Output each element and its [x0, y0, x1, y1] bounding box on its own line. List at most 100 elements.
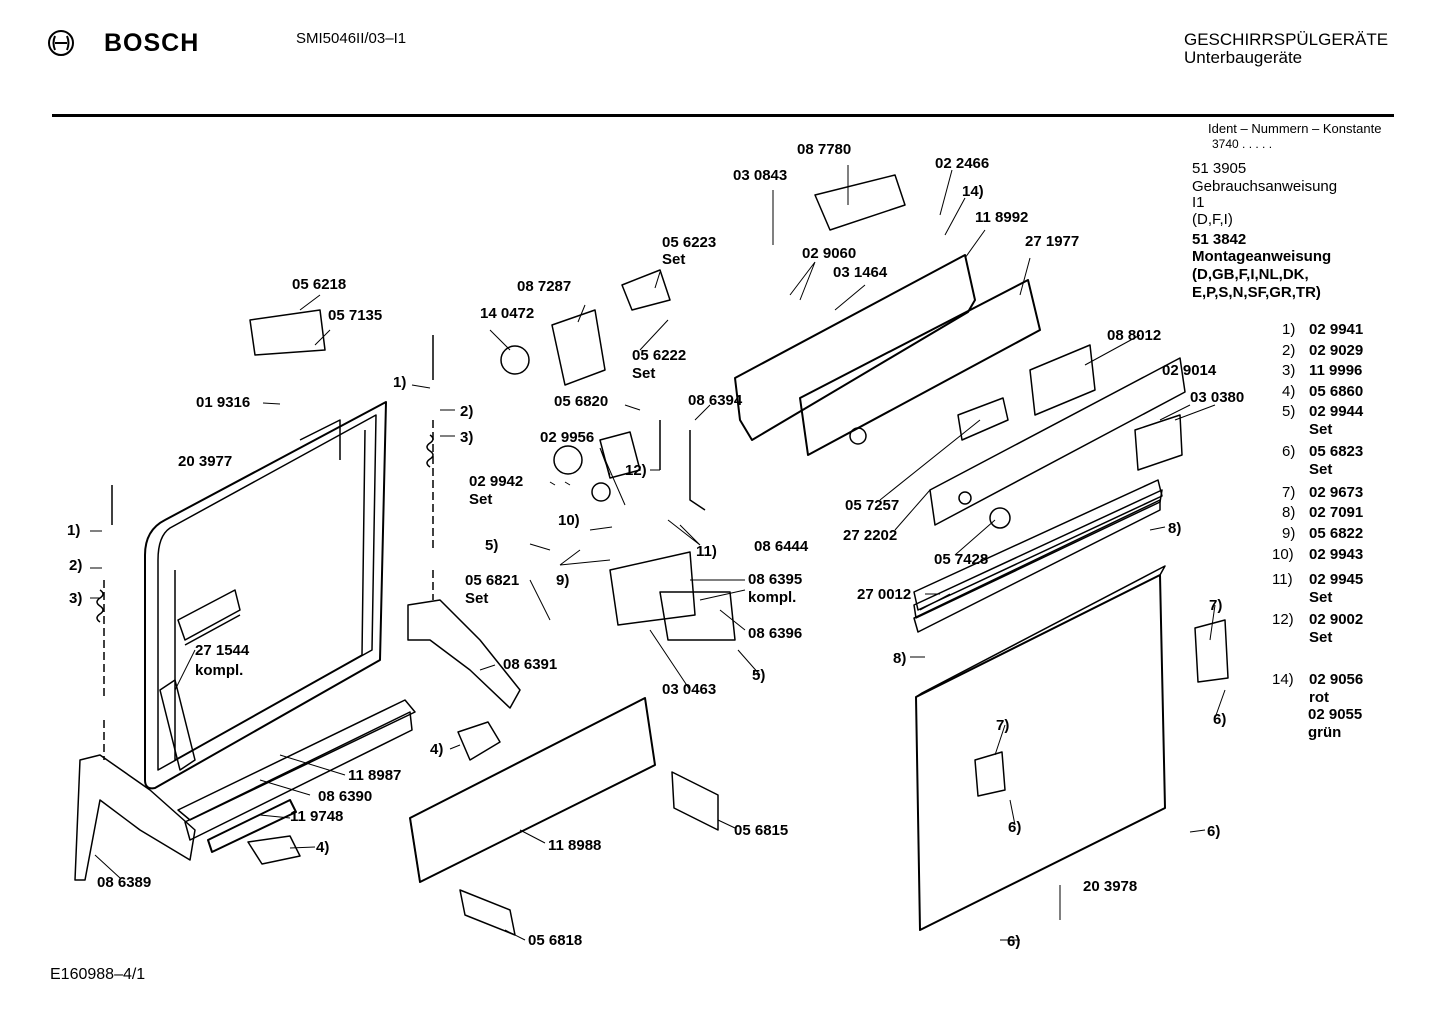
part-label: 2)	[460, 403, 473, 420]
legend-part-number: 05 6822	[1309, 525, 1364, 542]
part-label: 02 9060	[802, 245, 856, 262]
legend-index: 12)	[1272, 611, 1294, 628]
doc2-number: 51 3842	[1192, 231, 1247, 248]
part-label: 7)	[996, 717, 1009, 734]
part-label: 08 6395	[748, 571, 802, 588]
legend14-alt-color: grün	[1308, 724, 1342, 741]
part-label: 05 7428	[934, 551, 988, 568]
part-label: 08 6390	[318, 788, 372, 805]
part-label: 8)	[1168, 520, 1181, 537]
part-label: 03 1464	[833, 264, 888, 281]
part-label: 20 3978	[1083, 878, 1137, 895]
category-subtitle: Unterbaugeräte	[1184, 48, 1303, 67]
legend-index: 1)	[1282, 321, 1296, 338]
legend-note: Set	[1309, 629, 1333, 646]
part-label: 11 8987	[348, 767, 401, 784]
part-label: 08 6389	[97, 874, 151, 891]
part-label: 1)	[67, 522, 80, 539]
part-label: 02 9956	[540, 429, 594, 446]
part-label: 05 6222	[632, 347, 686, 364]
header-rule	[52, 114, 1394, 117]
legend-index: 4)	[1282, 383, 1296, 400]
part-label: 27 1977	[1025, 233, 1079, 250]
legend-index: 11)	[1272, 571, 1293, 588]
part-label: Set	[662, 251, 685, 268]
part-label: 08 6394	[688, 392, 743, 409]
leader-lines	[90, 165, 1226, 941]
part-label: 05 6821	[465, 572, 519, 589]
part-label: 05 6223	[662, 234, 716, 251]
control-panel-drawing	[734, 174, 1186, 529]
bosch-armature-icon	[48, 30, 74, 56]
lower-front-strip-drawing	[409, 697, 719, 936]
part-label: 02 9942	[469, 473, 523, 490]
brand-logo: BOSCH	[46, 28, 206, 58]
legend-part-number: 05 6860	[1309, 383, 1364, 400]
part-label: 20 3977	[178, 453, 232, 470]
doc1-title: Gebrauchsanweisung	[1192, 178, 1338, 195]
model-number: SMI5046II/03–I1	[296, 30, 407, 47]
legend-index: 5)	[1282, 403, 1296, 420]
legend-note: Set	[1309, 589, 1333, 606]
part-label: 14)	[962, 183, 984, 200]
legend-index: 14)	[1272, 671, 1294, 688]
part-label: 05 7257	[845, 497, 899, 514]
doc1-sub2: (D,F,I)	[1192, 211, 1233, 228]
doc2-sub2: E,P,S,N,SF,GR,TR)	[1192, 284, 1321, 301]
legend-part-number: 02 9943	[1309, 546, 1364, 563]
part-label: 05 7135	[328, 307, 382, 324]
legend-part-number: 02 9941	[1309, 321, 1364, 338]
part-label: 08 8012	[1107, 327, 1161, 344]
part-label: 05 6218	[292, 276, 346, 293]
legend-index: 6)	[1282, 443, 1296, 460]
part-label: 08 6396	[748, 625, 802, 642]
part-label: 5)	[485, 537, 498, 554]
legend-part-number: 11 9996	[1309, 362, 1363, 379]
part-label: 03 0843	[733, 167, 787, 184]
part-label: 6)	[1007, 933, 1020, 950]
legend-index: 3)	[1282, 362, 1296, 379]
drawing-id: E160988–4/1	[50, 966, 146, 983]
ident-value: 3740 . . . . .	[1212, 137, 1273, 151]
part-label: kompl.	[748, 589, 796, 606]
legend-part-number: 05 6823	[1309, 443, 1364, 460]
doc1-number: 51 3905	[1192, 160, 1247, 177]
part-label: 11)	[696, 543, 717, 560]
legend-index: 8)	[1282, 504, 1296, 521]
part-label: 1)	[393, 374, 406, 391]
legend-index: 10)	[1272, 546, 1294, 563]
part-label: 11 8988	[548, 837, 601, 854]
legend-note: Set	[1309, 461, 1333, 478]
springs-drawing	[96, 335, 706, 760]
part-label: 4)	[430, 741, 443, 758]
legend-note: rot	[1309, 689, 1329, 706]
ident-title: Ident – Nummern – Konstante	[1208, 121, 1382, 136]
part-label: 6)	[1008, 819, 1021, 836]
legend-index: 7)	[1282, 484, 1296, 501]
part-label: Set	[465, 590, 488, 607]
part-label: 01 9316	[196, 394, 250, 411]
part-label: 27 0012	[857, 586, 911, 603]
part-label: 7)	[1209, 597, 1222, 614]
part-label: 5)	[752, 667, 765, 684]
part-label: 02 2466	[935, 155, 989, 172]
part-label: 12)	[625, 462, 647, 479]
part-label: 08 7287	[517, 278, 571, 295]
part-label: 2)	[69, 557, 82, 574]
part-label: 10)	[558, 512, 580, 529]
legend-part-number: 02 9056	[1309, 671, 1364, 688]
part-label: 27 1544	[195, 642, 250, 659]
legend-note: Set	[1309, 421, 1333, 438]
outer-door-panel-drawing	[913, 479, 1166, 931]
legend-part-number: 02 9002	[1309, 611, 1364, 628]
part-label: 08 6444	[754, 538, 809, 555]
part-label: Set	[469, 491, 492, 508]
doc2-title: Montageanweisung	[1192, 248, 1332, 265]
doc1-sub1: I1	[1192, 194, 1205, 211]
part-label: 05 6818	[528, 932, 582, 949]
part-label: 14 0472	[480, 305, 534, 322]
door-bottom-parts	[74, 599, 521, 881]
part-label: 9)	[556, 572, 569, 589]
part-label: 08 6391	[503, 656, 557, 673]
part-label: 8)	[893, 650, 906, 667]
